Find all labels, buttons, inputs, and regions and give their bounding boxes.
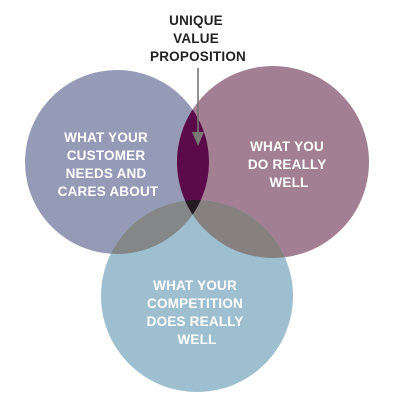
strengths-line: WELL bbox=[269, 175, 308, 190]
customer-needs-line: NEEDS AND bbox=[66, 166, 147, 181]
customer-competition-overlap bbox=[101, 200, 209, 254]
customer-needs-line: CUSTOMER bbox=[67, 148, 146, 163]
callout-line: UNIQUE bbox=[169, 13, 223, 28]
customer-needs-label: WHAT YOUR CUSTOMER NEEDS AND CARES ABOUT bbox=[58, 130, 159, 199]
callout-line: PROPOSITION bbox=[150, 49, 246, 64]
strengths-competition-overlap bbox=[177, 200, 293, 258]
arrow-icon bbox=[192, 68, 204, 146]
customer-needs-line: CARES ABOUT bbox=[58, 184, 159, 199]
strengths-line: WHAT YOU bbox=[250, 139, 324, 154]
callout-label: UNIQUE VALUE PROPOSITION bbox=[150, 13, 246, 64]
competition-line: COMPETITION bbox=[147, 296, 243, 311]
callout-line: VALUE bbox=[173, 31, 219, 46]
competition-label: WHAT YOUR COMPETITION DOES REALLY WELL bbox=[147, 278, 248, 347]
competition-line: DOES REALLY bbox=[147, 314, 244, 329]
customer-needs-line: WHAT YOUR bbox=[64, 130, 148, 145]
strengths-line: DO REALLY bbox=[248, 157, 326, 172]
competition-line: WHAT YOUR bbox=[153, 278, 237, 293]
competition-line: WELL bbox=[177, 332, 216, 347]
strengths-label: WHAT YOU DO REALLY WELL bbox=[248, 139, 330, 190]
